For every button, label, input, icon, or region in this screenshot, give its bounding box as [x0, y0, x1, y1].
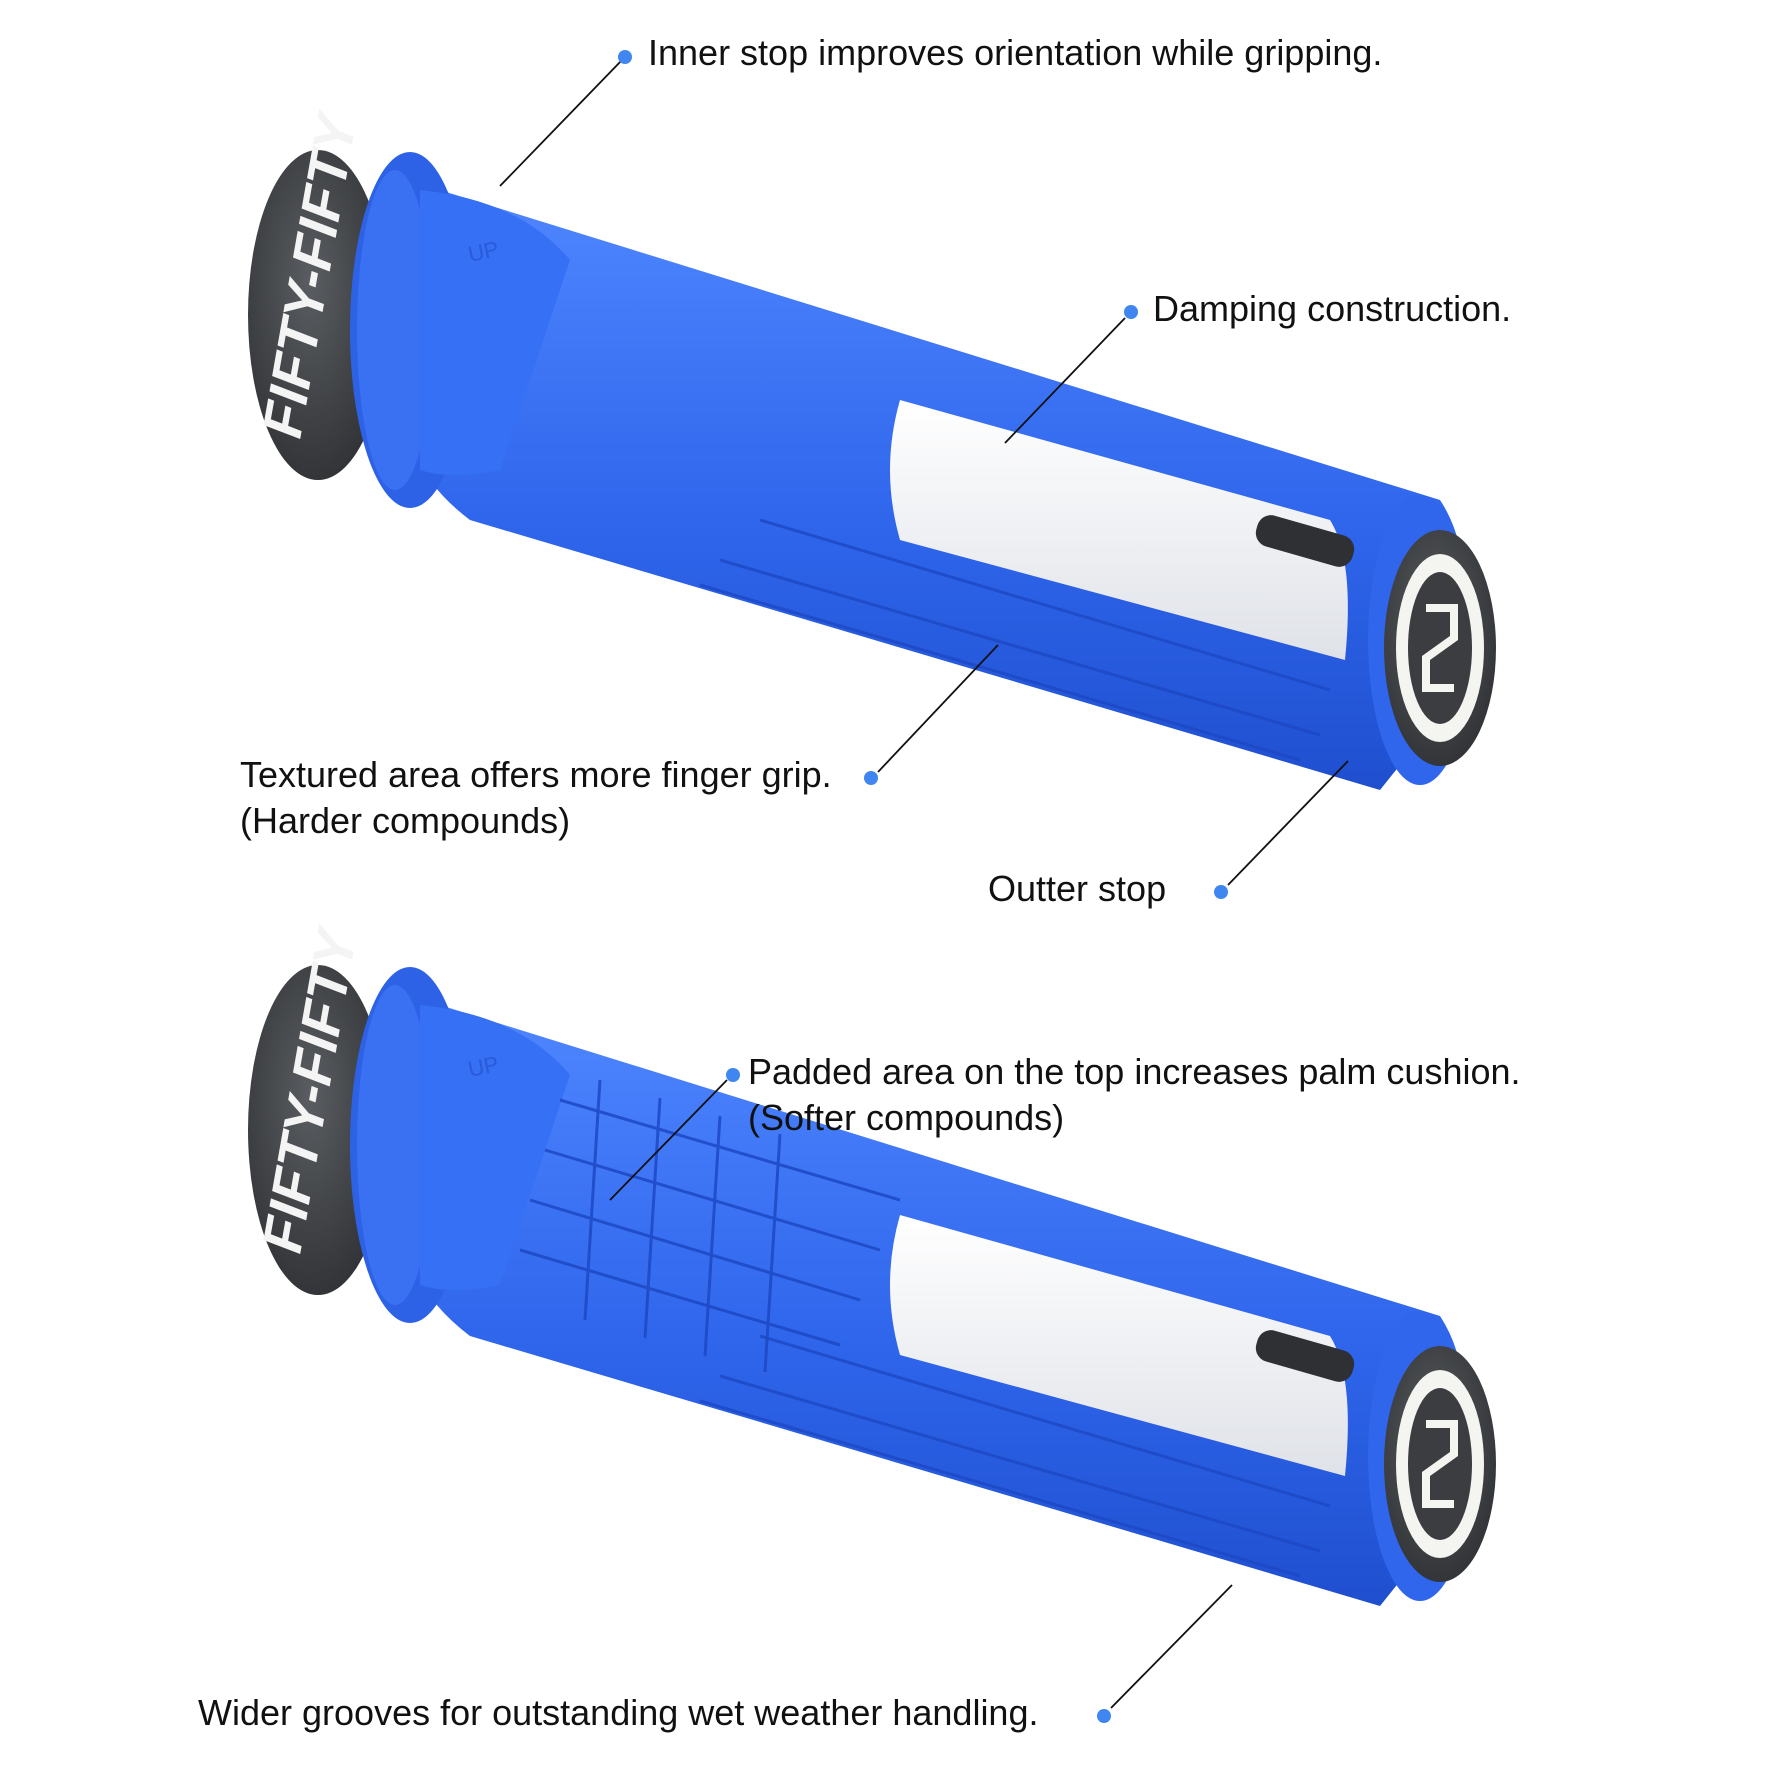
callout-textured-label: Textured area offers more finger grip. (… — [240, 752, 832, 844]
top-texture — [699, 518, 1331, 762]
bottom-core-rod — [1255, 1330, 1355, 1382]
callout-padded-label: Padded area on the top increases palm cu… — [748, 1049, 1521, 1141]
top-cone — [420, 190, 570, 475]
top-damping-window — [890, 400, 1348, 660]
callout-damping-marker — [1004, 305, 1138, 444]
callout-inner-stop-marker — [499, 50, 632, 187]
padded-text-line2: (Softer compounds) — [748, 1097, 1065, 1138]
top-up-mark: UP — [466, 236, 501, 267]
textured-text-line2: (Harder compounds) — [240, 800, 571, 841]
bottom-padded-grid — [519, 1079, 901, 1373]
callout-grooves-label: Wider grooves for outstanding wet weathe… — [198, 1690, 1038, 1736]
bottom-inner-collar — [248, 965, 388, 1295]
top-grip: FIFTY-FIFTY UP — [248, 106, 1496, 790]
inner-stop-text: Inner stop improves orientation while gr… — [648, 32, 1383, 73]
bottom-grooves — [699, 1334, 1331, 1578]
top-end-cap-logo — [1396, 554, 1484, 742]
callout-damping-label: Damping construction. — [1153, 286, 1511, 332]
callout-padded-marker — [609, 1068, 740, 1201]
bottom-up-mark: UP — [466, 1051, 501, 1082]
grooves-text: Wider grooves for outstanding wet weathe… — [198, 1692, 1039, 1733]
top-inner-collar — [248, 150, 388, 480]
bottom-grip: FIFTY-FIFTY U — [248, 921, 1496, 1606]
damping-text: Damping construction. — [1153, 288, 1512, 329]
textured-text-line1: Textured area offers more finger grip. — [240, 754, 832, 795]
outer-stop-text: Outter stop — [988, 868, 1167, 909]
top-core-rod — [1255, 515, 1355, 567]
bottom-damping-window — [890, 1215, 1348, 1476]
callout-outer-stop-marker — [1214, 760, 1349, 899]
bottom-end-cap-logo — [1396, 1370, 1484, 1558]
bottom-inner-stop-face — [357, 985, 433, 1305]
callout-textured-marker — [864, 644, 999, 785]
callout-grooves-marker — [1097, 1584, 1233, 1723]
top-inner-stop-face — [357, 170, 433, 490]
padded-text-line1: Padded area on the top increases palm cu… — [748, 1051, 1521, 1092]
callout-outer-stop-label: Outter stop — [988, 866, 1166, 912]
callout-inner-stop-label: Inner stop improves orientation while gr… — [648, 30, 1382, 76]
bottom-cone — [420, 1005, 570, 1290]
